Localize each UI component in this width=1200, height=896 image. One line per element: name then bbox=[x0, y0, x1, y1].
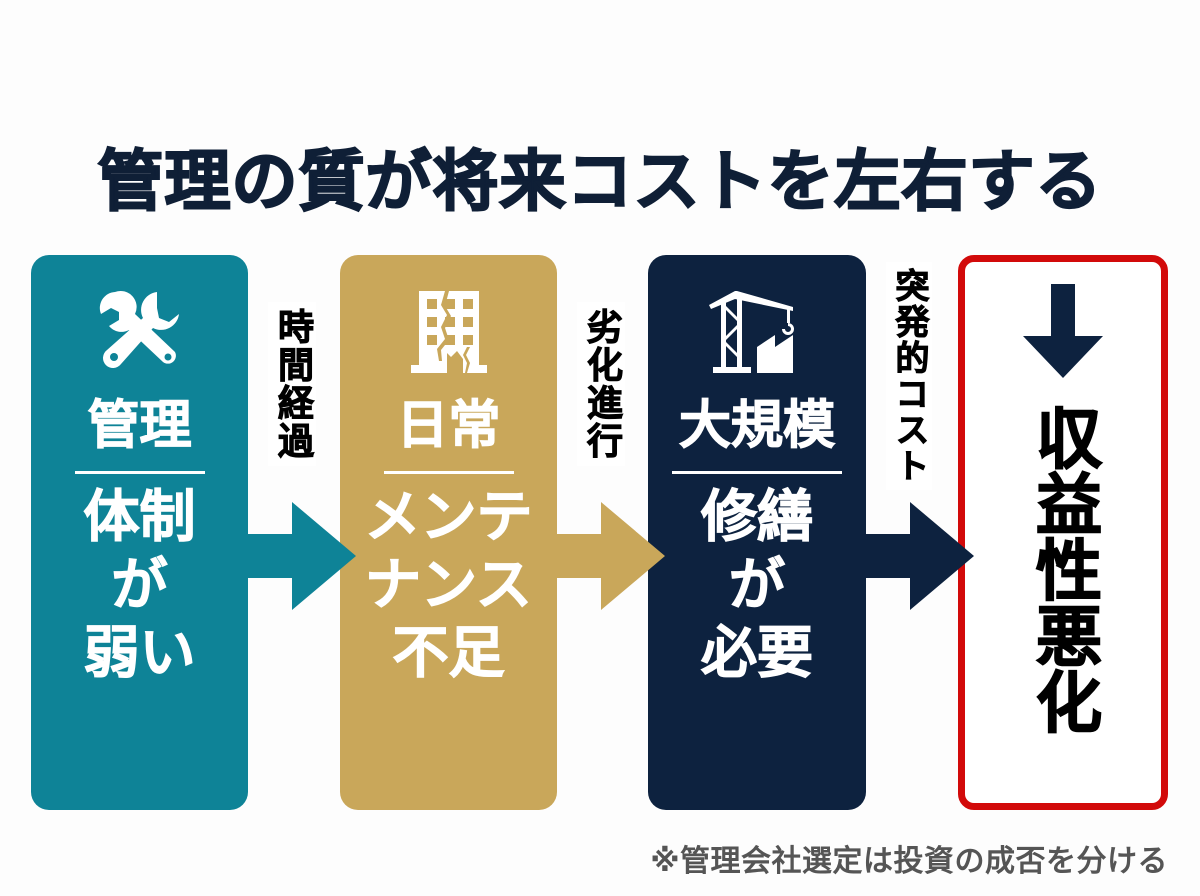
construction-crane-icon bbox=[707, 287, 807, 375]
cracked-building-icon bbox=[407, 287, 491, 375]
connector-arrow-1 bbox=[246, 500, 356, 610]
result-text: 収益性悪化 bbox=[1024, 403, 1102, 735]
wrench-screwdriver-icon bbox=[95, 287, 185, 375]
step-head: 大規模 bbox=[678, 396, 835, 457]
step-body: 体制 が 弱い bbox=[83, 484, 196, 687]
diagram-title: 管理の質が将来コストを左右する bbox=[97, 142, 1103, 221]
step-box-large-repair: 大規模 修繕 が 必要 bbox=[648, 255, 866, 810]
step-body: 修繕 が 必要 bbox=[701, 484, 814, 687]
divider bbox=[383, 470, 514, 474]
divider bbox=[74, 470, 205, 474]
connector-label-2: 劣化進行 bbox=[577, 302, 625, 466]
step-box-management: 管理 体制 が 弱い bbox=[31, 255, 248, 810]
step-head: 日常 bbox=[396, 396, 501, 457]
connector-label-3: 突発的コスト bbox=[886, 262, 932, 490]
result-box-profitability-decline: 収益性悪化 bbox=[958, 255, 1168, 810]
connector-arrow-2 bbox=[555, 500, 665, 610]
step-head: 管理 bbox=[87, 396, 192, 457]
connector-arrow-3 bbox=[864, 500, 974, 610]
footnote: ※管理会社選定は投資の成否を分ける bbox=[650, 844, 1168, 879]
step-box-maintenance: 日常 メンテ ナンス 不足 bbox=[340, 255, 557, 810]
connector-label-1: 時間経過 bbox=[268, 302, 316, 466]
divider bbox=[672, 470, 842, 474]
step-body: メンテ ナンス 不足 bbox=[364, 484, 533, 687]
down-arrow-icon bbox=[1021, 284, 1105, 378]
